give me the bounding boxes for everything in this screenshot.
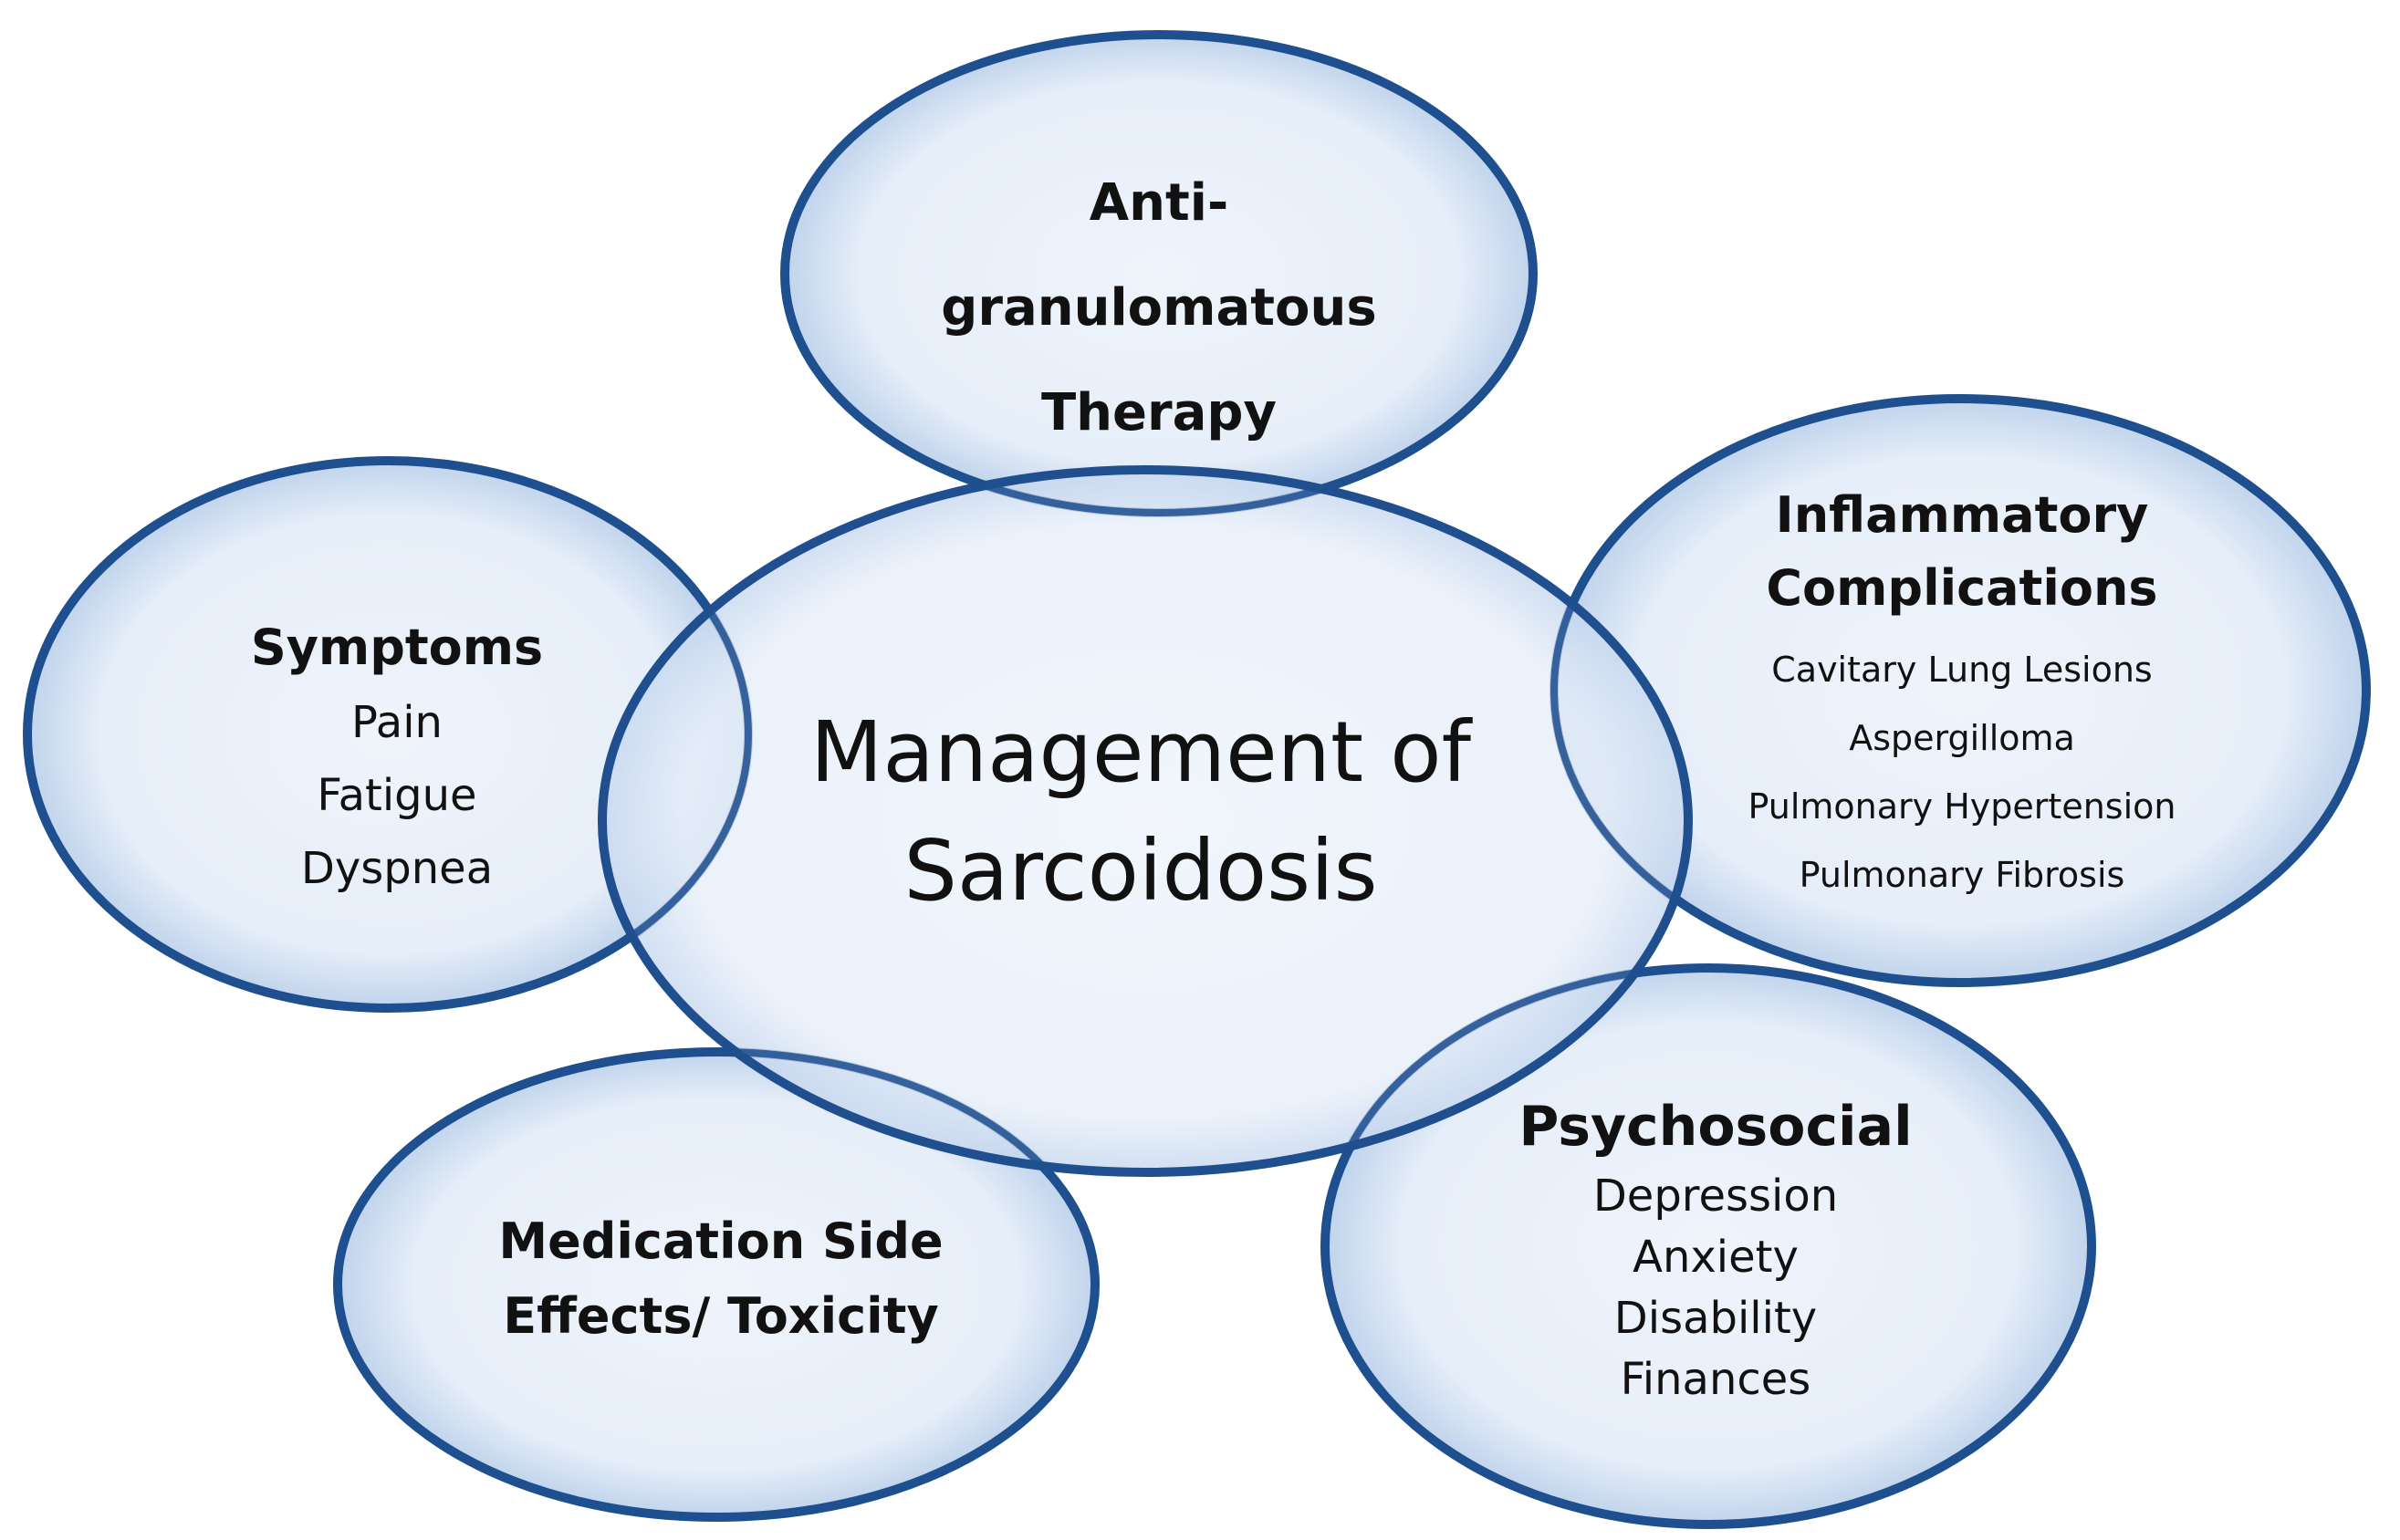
symptoms-item: Fatigue	[317, 770, 477, 821]
center-bubble	[598, 465, 1693, 1177]
medication-outline	[334, 1048, 1099, 1521]
center-title-line1: Management of	[810, 703, 1471, 801]
psychosocial-label: Psychosocial Depression Anxiety Disabili…	[1460, 1087, 1971, 1410]
psychosocial-outline	[1321, 964, 2095, 1528]
inflammatory-item: Pulmonary Fibrosis	[1799, 855, 2125, 895]
therapy-outline	[781, 31, 1537, 516]
therapy-line1: Anti-	[1089, 173, 1229, 233]
medication-label: Medication Side Effects/ Toxicity	[402, 1204, 1040, 1354]
symptoms-label: Symptoms Pain Fatigue Dyspnea	[160, 609, 634, 905]
symptoms-item: Pain	[351, 697, 443, 748]
psychosocial-title: Psychosocial	[1518, 1095, 1913, 1159]
symptoms-item: Dyspnea	[300, 843, 494, 894]
psychosocial-item: Anxiety	[1633, 1232, 1799, 1283]
psychosocial-item: Finances	[1620, 1354, 1811, 1405]
center-title-line2: Sarcoidosis	[903, 822, 1378, 920]
medication-line1: Medication Side	[498, 1212, 944, 1270]
inflammatory-outline	[1550, 395, 2370, 986]
inflammatory-item: Pulmonary Hypertension	[1748, 786, 2176, 827]
therapy-label: Anti- granulomatous Therapy	[903, 151, 1414, 465]
symptoms-outline	[24, 457, 752, 1012]
psychosocial-item: Depression	[1592, 1171, 1839, 1222]
psychosocial-item: Disability	[1613, 1293, 1818, 1344]
inflammatory-item: Aspergilloma	[1849, 718, 2075, 758]
inflammatory-title-line2: Complications	[1766, 559, 2158, 617]
medication-line2: Effects/ Toxicity	[503, 1287, 939, 1345]
inflammatory-item: Cavitary Lung Lesions	[1771, 650, 2153, 690]
symptoms-title: Symptoms	[250, 619, 544, 676]
inflammatory-label: Inflammatory Complications Cavitary Lung…	[1661, 479, 2263, 910]
center-label: Management of Sarcoidosis	[684, 693, 1597, 931]
therapy-line2: granulomatous	[941, 278, 1377, 338]
therapy-line3: Therapy	[1040, 383, 1278, 442]
inflammatory-title-line1: Inflammatory	[1775, 486, 2149, 544]
